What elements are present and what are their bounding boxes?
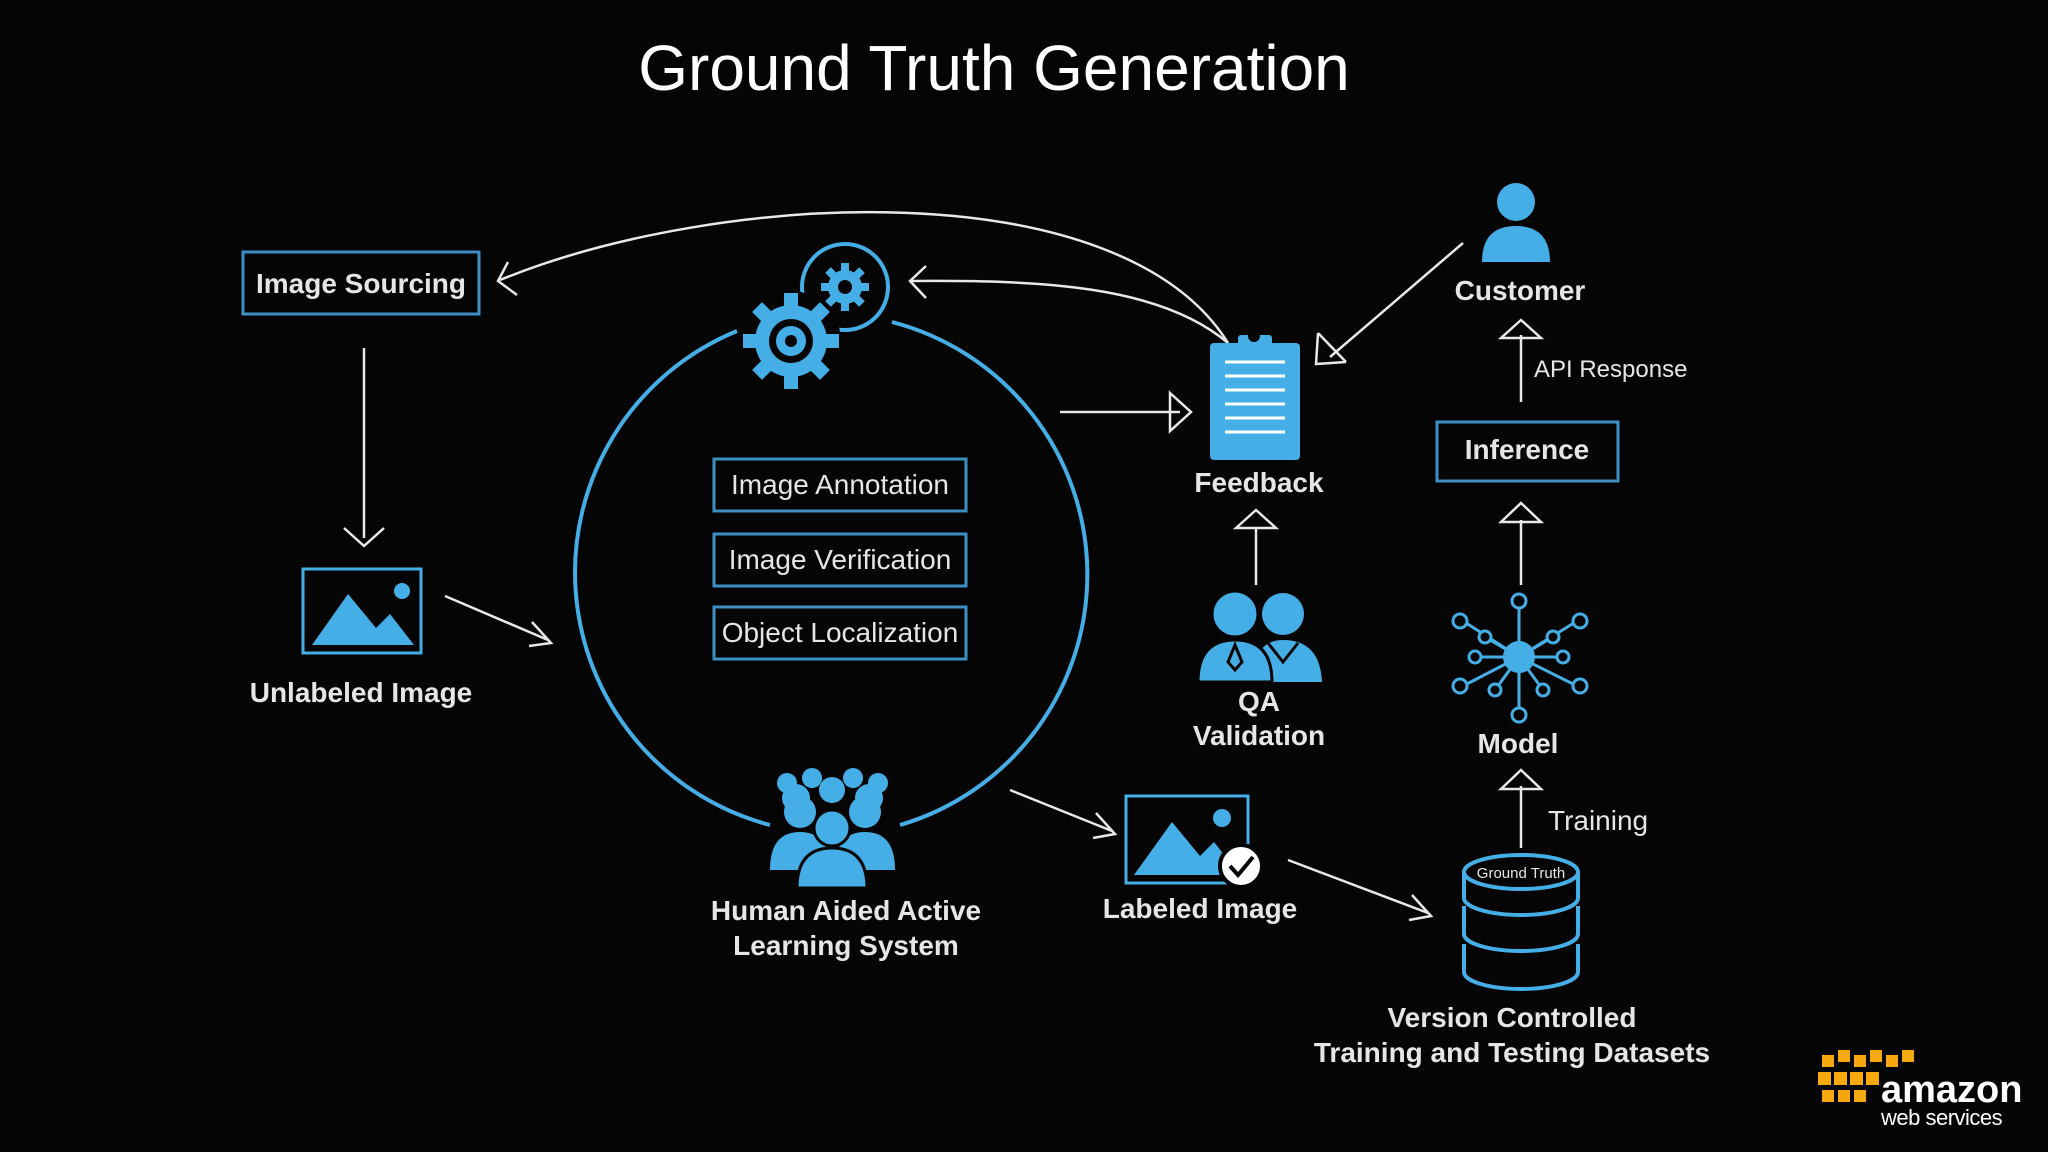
arrow-model-to-inference [1497, 501, 1545, 585]
inference-label: Inference [1465, 434, 1590, 465]
task-label: Image Annotation [731, 469, 949, 500]
datasets-label-line1: Version Controlled [1388, 1002, 1637, 1033]
aws-logo-sub: web services [1880, 1105, 2003, 1130]
task-label: Image Verification [729, 544, 952, 575]
hals-label-line2: Learning System [733, 930, 959, 961]
customer-label: Customer [1455, 275, 1586, 306]
people-group-icon [770, 768, 895, 890]
labeled-image-label: Labeled Image [1103, 893, 1298, 924]
task-object-localization: Object Localization [712, 605, 968, 661]
arrow-unlabeled-to-cycle [444, 594, 554, 648]
task-image-annotation: Image Annotation [712, 457, 968, 513]
task-image-verification: Image Verification [712, 532, 968, 588]
model-label: Model [1478, 728, 1559, 759]
aws-logo-word: amazon [1881, 1069, 2022, 1111]
aws-logo: amazon web services [1818, 1050, 2022, 1130]
arrow-cycle-to-labeled [1009, 788, 1118, 840]
arrow-labeled-to-datasets [1287, 858, 1434, 922]
arrow-customer-to-feedback [1314, 242, 1464, 366]
gears-icon [741, 242, 890, 391]
clipboard-icon [1210, 330, 1300, 460]
image-sourcing-label: Image Sourcing [256, 268, 466, 299]
neural-network-icon [1451, 592, 1589, 724]
diagram-title: Ground Truth Generation [638, 32, 1350, 104]
database-label: Ground Truth [1477, 865, 1565, 882]
hals-label-line1: Human Aided Active [711, 895, 981, 926]
picture-icon [301, 567, 423, 655]
feedback-label: Feedback [1194, 467, 1324, 498]
task-label: Object Localization [722, 617, 959, 648]
inference-node: Inference [1435, 420, 1620, 483]
unlabeled-image-label: Unlabeled Image [250, 677, 473, 708]
database-icon: Ground Truth [1462, 853, 1580, 991]
arrow-sourcing-to-unlabeled [343, 348, 385, 548]
arrow-datasets-to-model [1497, 768, 1545, 848]
api-response-label: API Response [1534, 356, 1687, 383]
arrow-cycle-to-feedback [1060, 390, 1193, 434]
training-label: Training [1548, 805, 1648, 836]
image-sourcing-node: Image Sourcing [241, 250, 481, 316]
customer-icon [1482, 183, 1550, 262]
learning-cycle-ring [573, 320, 1090, 827]
datasets-label-line2: Training and Testing Datasets [1314, 1037, 1710, 1068]
qa-label-line2: Validation [1193, 720, 1325, 751]
arrow-feedback-to-gears [908, 265, 1229, 344]
arrow-feedback-to-sourcing [496, 210, 1230, 344]
labeled-picture-icon [1124, 794, 1264, 889]
qa-label-line1: QA [1238, 686, 1280, 717]
arrow-inference-to-customer [1497, 318, 1545, 402]
qa-people-icon [1196, 589, 1322, 684]
arrow-qa-to-feedback [1232, 508, 1280, 585]
